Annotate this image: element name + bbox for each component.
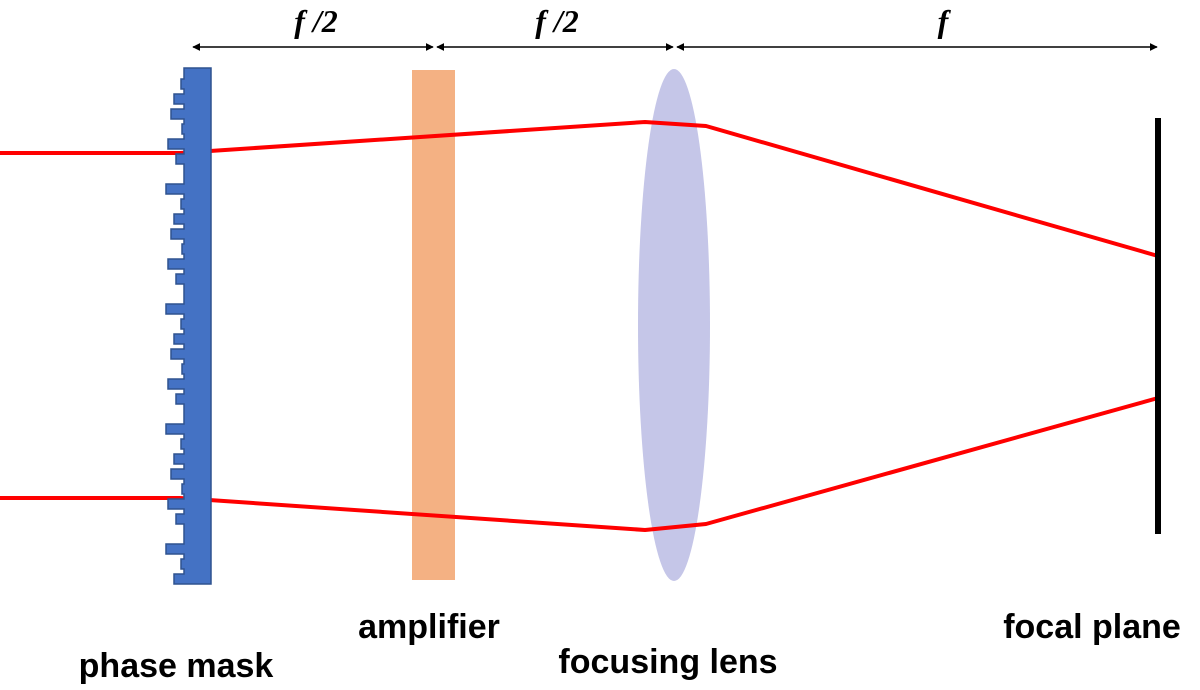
focusing-lens-shape [638,69,710,581]
laser-beams [0,120,1159,532]
focal-plane-label: focal plane [1003,608,1181,646]
amplifier-label: amplifier [358,608,500,646]
focusing-lens-label: focusing lens [558,643,777,681]
distance-label-3: f [938,3,952,39]
phase-mask-label: phase mask [79,647,274,685]
upper-beam [0,120,1159,258]
lower-beam [0,396,1159,532]
distance-label-1: f /2 [294,3,338,39]
amplifier-shape [412,70,455,580]
phase-mask-shape [165,67,212,585]
distance-label-2: f /2 [535,3,579,39]
